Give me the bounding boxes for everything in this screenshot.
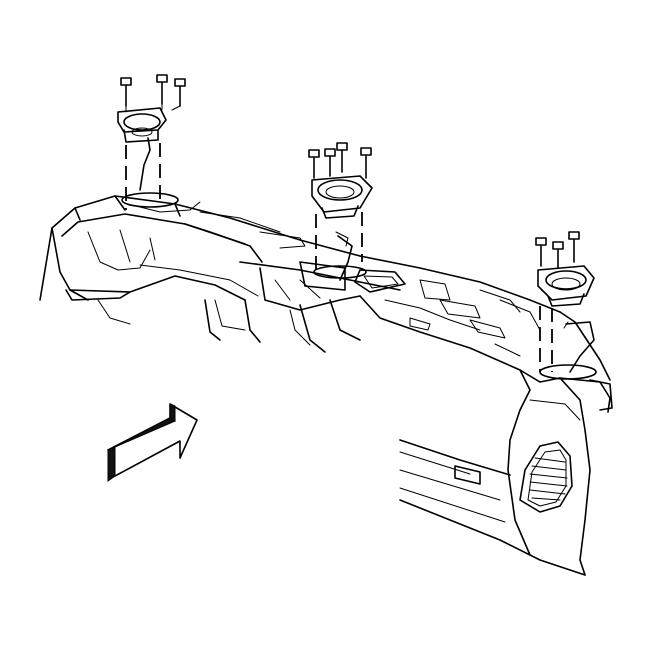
screw-icon: [336, 142, 348, 173]
instrument-panel-carrier: [39, 195, 613, 576]
screw-icon: [360, 147, 372, 179]
screw-icon: [120, 77, 132, 107]
screw-icon: [174, 78, 186, 107]
screw-icon: [324, 148, 336, 177]
direction-arrow: [107, 403, 198, 482]
speaker-left-center: [117, 74, 186, 210]
screw-icon: [156, 74, 168, 105]
speaker-center: [308, 142, 373, 281]
screw-icon: [535, 237, 547, 267]
screw-icon: [308, 149, 320, 179]
speaker-right: [535, 231, 597, 380]
screw-icon: [568, 231, 580, 263]
screw-icon: [552, 241, 564, 269]
